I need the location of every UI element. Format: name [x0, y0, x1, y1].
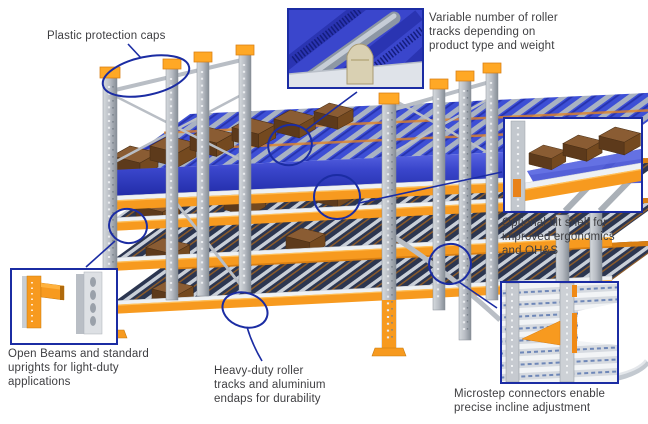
leader-microstep: [458, 281, 498, 309]
open-beams-art: [12, 270, 116, 343]
leader-tilt-shelf: [358, 171, 503, 204]
upright-post: [482, 62, 502, 301]
label-microstep: Microstep connectors enable precise incl…: [454, 388, 606, 414]
label-plastic-caps: Plastic protection caps: [47, 30, 166, 42]
label-open-beams: Open Beams and standard uprights for lig…: [8, 348, 149, 388]
leader-plastic-caps: [127, 43, 142, 59]
callout-ellipses: [101, 54, 472, 329]
tilt-shelf-art: [510, 120, 641, 211]
callout-ellipse-roller-tracks: [267, 123, 313, 167]
upright-post: [429, 78, 449, 311]
inset-open-beams: [10, 268, 118, 345]
leader-roller-tracks: [305, 91, 358, 131]
inset-roller-closeup: [287, 8, 424, 89]
roller-closeup-art: [289, 10, 422, 87]
callout-ellipse-open-beams: [108, 207, 148, 245]
label-heavy-duty: Heavy-duty roller tracks and aluminium e…: [214, 365, 326, 405]
upright-post: [371, 92, 407, 357]
callout-ellipse-plastic-caps: [101, 54, 191, 98]
leader-lines: [85, 43, 503, 362]
leader-open-beams: [85, 240, 116, 268]
upright-post: [193, 51, 213, 297]
leader-heavy-duty: [246, 326, 263, 362]
callout-ellipse-tilt-shelf: [313, 174, 361, 220]
inset-microstep: [500, 281, 619, 384]
inset-tilt-shelf: [503, 117, 643, 213]
microstep-art: [502, 283, 617, 382]
callout-ellipse-heavy-duty: [221, 291, 269, 329]
label-roller-tracks: Variable number of roller tracks dependi…: [429, 12, 558, 52]
callout-ellipse-microstep: [428, 242, 472, 286]
upright-post: [162, 58, 182, 301]
label-tilt-shelf: Optional tilt shelf for improved ergonom…: [502, 217, 615, 257]
